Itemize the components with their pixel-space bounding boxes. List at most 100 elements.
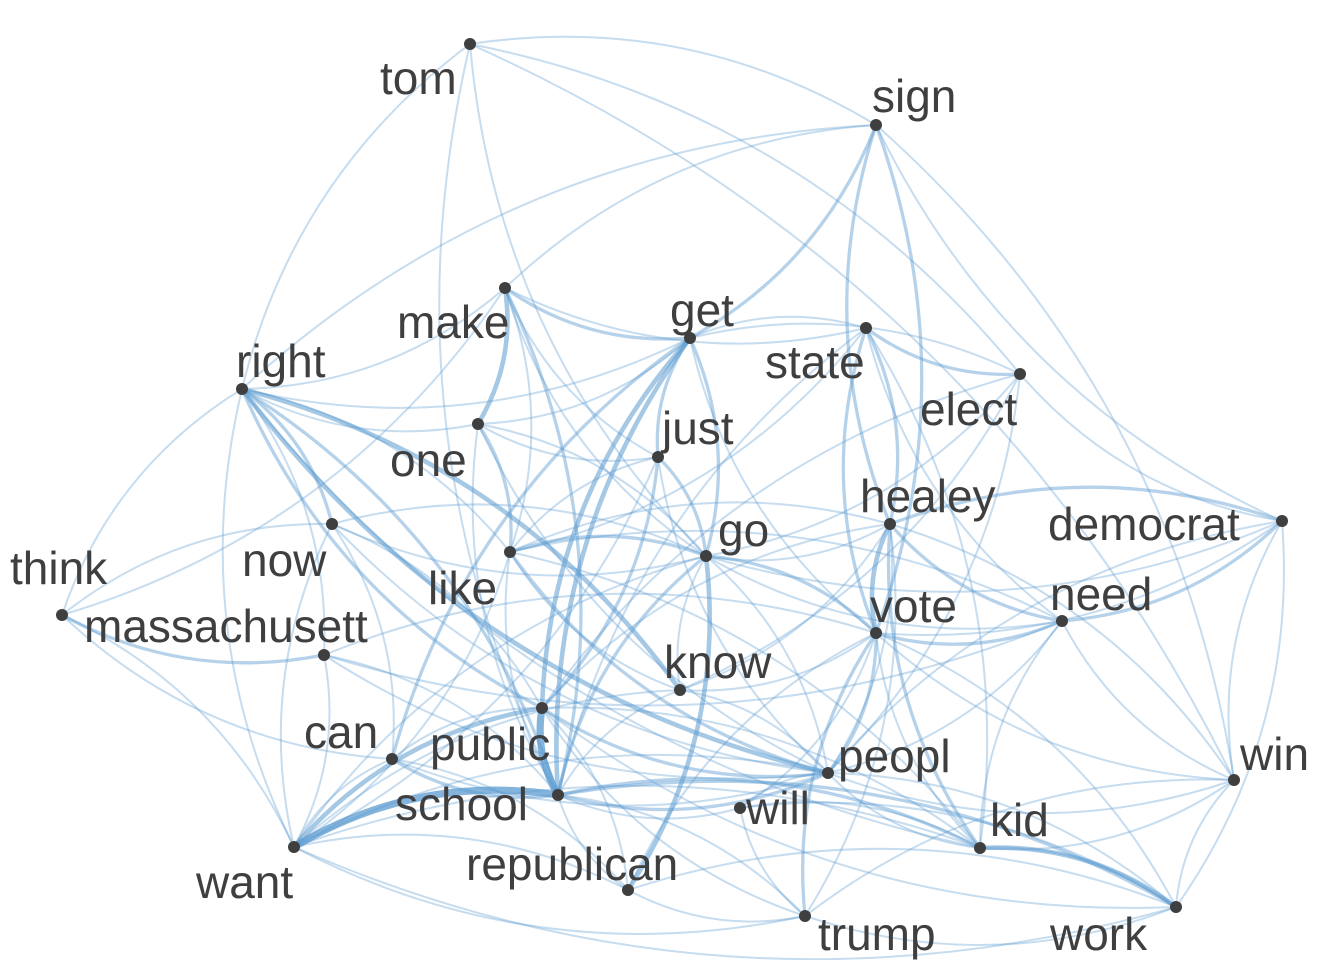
edge-know-want: [293, 689, 681, 848]
node-label-one: one: [390, 434, 467, 486]
node-go: [700, 550, 712, 562]
nodes-layer: [56, 38, 1288, 922]
edge-healey-democrat: [888, 485, 1284, 526]
edge-elect-democrat: [1019, 373, 1283, 522]
node-label-massachusett: massachusett: [84, 600, 368, 652]
edge-school-will: [557, 794, 741, 820]
edge-sign-democrat: [875, 124, 1283, 522]
edge-state-like: [509, 327, 867, 553]
edge-think-want: [61, 614, 295, 848]
edge-democrat-vote: [875, 520, 1283, 636]
node-right: [236, 383, 248, 395]
edge-healey-like: [509, 501, 891, 553]
edge-right-kid: [241, 388, 981, 849]
edge-state-vote: [841, 326, 878, 635]
node-label-need: need: [1050, 568, 1152, 620]
node-massachusett: [318, 649, 330, 661]
node-republican: [622, 884, 634, 896]
edge-need-like: [509, 529, 1063, 622]
edge-go-peopl: [705, 555, 829, 774]
edge-sign-healey: [845, 123, 892, 526]
node-get: [684, 332, 696, 344]
edge-massachusett-want: [293, 654, 331, 848]
edge-get-elect: [689, 322, 1021, 375]
edge-go-school: [556, 554, 708, 797]
edge-state-kid: [865, 327, 989, 849]
node-label-elect: elect: [920, 383, 1017, 435]
edge-will-vote: [739, 632, 877, 809]
node-school: [552, 789, 564, 801]
edge-go-now: [331, 523, 707, 577]
edge-like-go: [508, 534, 708, 558]
edge-massachusett-need: [323, 620, 1063, 707]
edge-will-kid: [739, 800, 981, 849]
node-label-go: go: [718, 504, 769, 556]
edge-just-peopl: [657, 456, 829, 774]
node-like: [504, 546, 516, 558]
edge-will-trump: [739, 807, 806, 917]
edge-public-kid: [541, 706, 981, 849]
node-trump: [799, 910, 811, 922]
edge-want-kid: [293, 784, 981, 849]
edge-get-school: [554, 335, 693, 798]
edge-make-one: [475, 285, 510, 427]
edge-republican-work: [627, 847, 1177, 908]
edge-republican-go: [625, 553, 712, 893]
edge-elect-know: [679, 373, 1021, 691]
edge-go-just: [656, 455, 708, 558]
edge-state-elect: [864, 326, 1022, 377]
edge-want-peopl: [293, 753, 829, 848]
node-label-work: work: [1049, 908, 1148, 960]
edge-sign-win: [875, 124, 1235, 781]
node-label-can: can: [304, 706, 378, 758]
node-label-like: like: [428, 562, 497, 614]
edge-healey-kid: [886, 522, 982, 850]
edge-make-like: [504, 287, 533, 553]
edge-now-want: [279, 523, 333, 848]
edge-just-public: [540, 455, 660, 710]
edge-massachusett-vote: [323, 592, 877, 656]
node-tom: [464, 38, 476, 50]
edge-public-republican: [541, 707, 629, 891]
edge-right-school: [240, 387, 560, 797]
edge-can-public: [391, 706, 543, 760]
edge-state-school: [557, 327, 867, 796]
edge-public-work: [541, 707, 1177, 909]
edge-like-school: [504, 551, 559, 796]
edge-need-peopl: [827, 620, 1063, 774]
edge-can-republican: [391, 758, 629, 891]
edge-like-kid: [509, 551, 981, 849]
edge-want-school: [290, 786, 562, 851]
node-label-kid: kid: [990, 794, 1049, 846]
edge-just-one: [477, 423, 659, 462]
edge-just-like: [509, 456, 659, 553]
edge-one-peopl: [477, 423, 829, 774]
edge-sign-vote: [874, 123, 924, 635]
node-think: [56, 609, 68, 621]
edge-kid-work: [979, 846, 1177, 908]
edge-peopl-school: [556, 771, 830, 812]
edge-will-peopl: [739, 772, 829, 809]
node-label-healey: healey: [860, 470, 996, 522]
edge-know-like: [509, 551, 681, 691]
edge-elect-public: [541, 373, 1021, 709]
edge-school-kid: [556, 777, 982, 850]
node-label-republican: republican: [466, 838, 678, 890]
edge-sign-make: [504, 124, 877, 289]
edge-one-get: [477, 337, 691, 425]
edge-healey-peopl: [827, 523, 894, 774]
edge-public-peopl: [540, 706, 830, 779]
edge-know-school: [557, 689, 681, 796]
edge-healey-public: [541, 523, 891, 709]
edge-vote-republican: [627, 632, 877, 891]
edge-kid-work: [977, 845, 1179, 910]
edge-peopl-kid: [827, 772, 981, 849]
edge-just-make: [504, 287, 659, 458]
edge-tom-sign: [469, 35, 877, 126]
edge-school-republican: [557, 794, 629, 891]
node-win: [1228, 774, 1240, 786]
edge-right-know: [239, 386, 683, 693]
edge-vote-peopl: [826, 631, 878, 775]
node-label-make: make: [397, 296, 509, 348]
